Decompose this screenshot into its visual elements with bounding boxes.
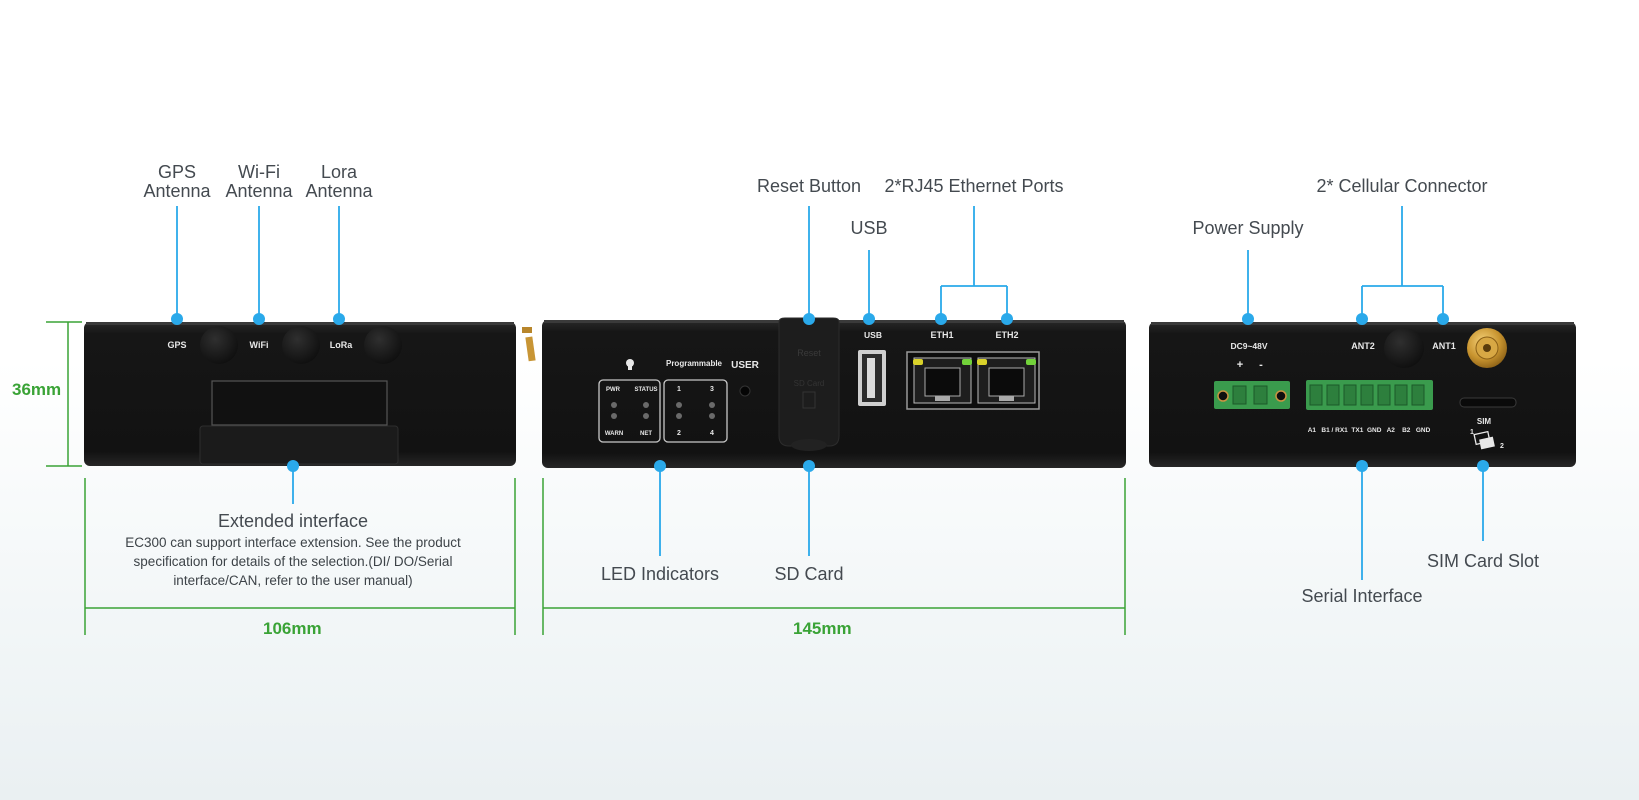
silk-wifi: WiFi (250, 340, 269, 350)
svg-text:+: + (1237, 359, 1243, 371)
silk-user: USER (731, 360, 760, 371)
silk-eth2: ETH2 (995, 330, 1018, 340)
gps-antenna-port (200, 326, 238, 364)
svg-text:3: 3 (710, 386, 714, 393)
silk-lora: LoRa (330, 340, 353, 350)
extended-interface-description: EC300 can support interface extension. S… (125, 535, 461, 588)
left-width-dimension: 106mm (263, 619, 322, 638)
sd-card-label: SD Card (774, 564, 844, 584)
wifi-antenna-port (282, 326, 320, 364)
silk-ant2: ANT2 (1351, 341, 1375, 351)
ant2-cap (1384, 328, 1424, 368)
device-right-view: DC9~48V + - A1 B1 / RX1 TX1 GND A2 B2 GN… (1149, 322, 1576, 467)
led-indicators: PWR STATUS WARN NET 1 3 2 4 (598, 379, 728, 443)
extended-interface-title: Extended interface (217, 511, 369, 531)
power-supply-label: Power Supply (1192, 218, 1304, 238)
silk-ant1: ANT1 (1432, 341, 1456, 351)
silk-programmable: Programmable (666, 359, 723, 368)
svg-text:2: 2 (1500, 443, 1504, 450)
silk-gps: GPS (167, 340, 186, 350)
ethernet-ports (906, 351, 1040, 410)
extension-cover (199, 425, 399, 465)
silk-dc: DC9~48V (1230, 341, 1267, 351)
middle-width-dimension: 145mm (793, 619, 852, 638)
ant1-sma-connector (1467, 328, 1507, 368)
power-terminal (1214, 381, 1290, 409)
indicator-bulb-icon (626, 359, 634, 370)
svg-text:2: 2 (677, 430, 681, 437)
usb-label: USB (850, 218, 888, 238)
svg-text:NET: NET (640, 431, 652, 437)
sim-card-slot-label: SIM Card Slot (1426, 551, 1540, 571)
sd-card-flap: Reset SD Card (778, 317, 840, 451)
sim-slot: SIM 1 2 (1459, 397, 1517, 450)
cellular-connector-label: 2* Cellular Connector (1316, 176, 1488, 196)
ethernet-ports-label: 2*RJ45 Ethernet Ports (884, 176, 1064, 196)
reset-button-label: Reset Button (756, 176, 862, 196)
device-left-view: GPS WiFi LoRa (84, 322, 516, 466)
usb-port (858, 350, 886, 406)
svg-text:WARN: WARN (605, 431, 623, 437)
svg-text:STATUS: STATUS (634, 387, 657, 393)
svg-text:Reset: Reset (797, 348, 821, 358)
serial-terminal (1306, 380, 1433, 410)
svg-text:PWR: PWR (606, 387, 621, 393)
silk-serial-pins: A1 B1 / RX1 TX1 GND A2 B2 GND (1308, 427, 1431, 434)
extension-slot (211, 380, 388, 426)
user-button (739, 385, 751, 397)
lora-antenna-port (364, 326, 402, 364)
dimension-lines (46, 321, 1126, 635)
svg-text:SD Card: SD Card (794, 379, 825, 388)
svg-text:1: 1 (1470, 429, 1474, 436)
device-middle-view: Programmable USER PWR STATUS WARN NET 1 … (522, 317, 1126, 468)
serial-interface-label: Serial Interface (1301, 586, 1423, 606)
svg-text:4: 4 (710, 430, 714, 437)
silk-eth1: ETH1 (930, 330, 953, 340)
led-indicators-label: LED Indicators (600, 564, 720, 584)
svg-text:1: 1 (677, 386, 681, 393)
svg-text:-: - (1259, 359, 1263, 371)
svg-text:SIM: SIM (1477, 417, 1492, 426)
silk-usb: USB (864, 330, 882, 340)
callout-dots (171, 313, 1489, 472)
height-dimension: 36mm (12, 380, 62, 399)
